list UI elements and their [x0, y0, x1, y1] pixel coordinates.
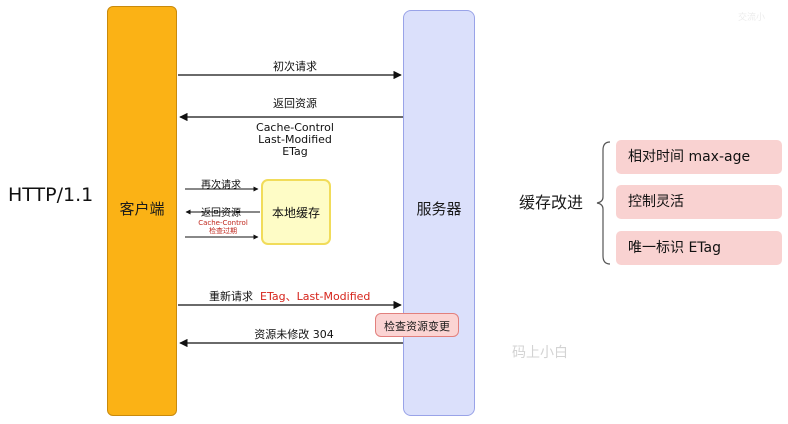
- improvements-brace: [596, 141, 611, 265]
- expiry-check-note: 检查过期: [209, 227, 237, 235]
- server-label: 服务器: [416, 200, 462, 218]
- response-line-2: Cache-Control: [256, 121, 334, 134]
- re-request-label: 重新请求 ETag、Last-Modified: [209, 288, 370, 304]
- re-request-headers: ETag、Last-Modified: [260, 290, 371, 303]
- improvements-title: 缓存改进: [519, 193, 584, 212]
- cache-control-note: Cache-Control: [198, 219, 248, 227]
- not-modified-label: 资源未修改 304: [254, 328, 334, 341]
- improvement-item: 唯一标识 ETag: [616, 231, 782, 265]
- re-request-text: 重新请求: [209, 290, 253, 303]
- client-box: [107, 6, 177, 416]
- corner-watermark: 交流小: [738, 13, 766, 23]
- server-box: [403, 10, 475, 416]
- response-line-4: ETag: [282, 145, 308, 158]
- client-label: 客户端: [119, 200, 165, 218]
- first-request-label: 初次请求: [273, 60, 317, 73]
- improvement-item: 控制灵活: [616, 185, 782, 219]
- check-change-label: 检查资源变更: [384, 320, 450, 333]
- protocol-label: HTTP/1.1: [8, 184, 94, 206]
- second-request-label: 再次请求: [201, 180, 241, 191]
- response-line-1: 返回资源: [273, 97, 317, 110]
- watermark: 码上小白: [512, 345, 568, 361]
- improvement-item: 相对时间 max-age: [616, 140, 782, 174]
- response-line-3: Last-Modified: [258, 133, 332, 146]
- local-cache-box: [261, 179, 331, 245]
- local-cache-label: 本地缓存: [271, 206, 320, 220]
- check-change-box: [375, 313, 459, 337]
- cache-return-label: 返回资源: [201, 208, 241, 219]
